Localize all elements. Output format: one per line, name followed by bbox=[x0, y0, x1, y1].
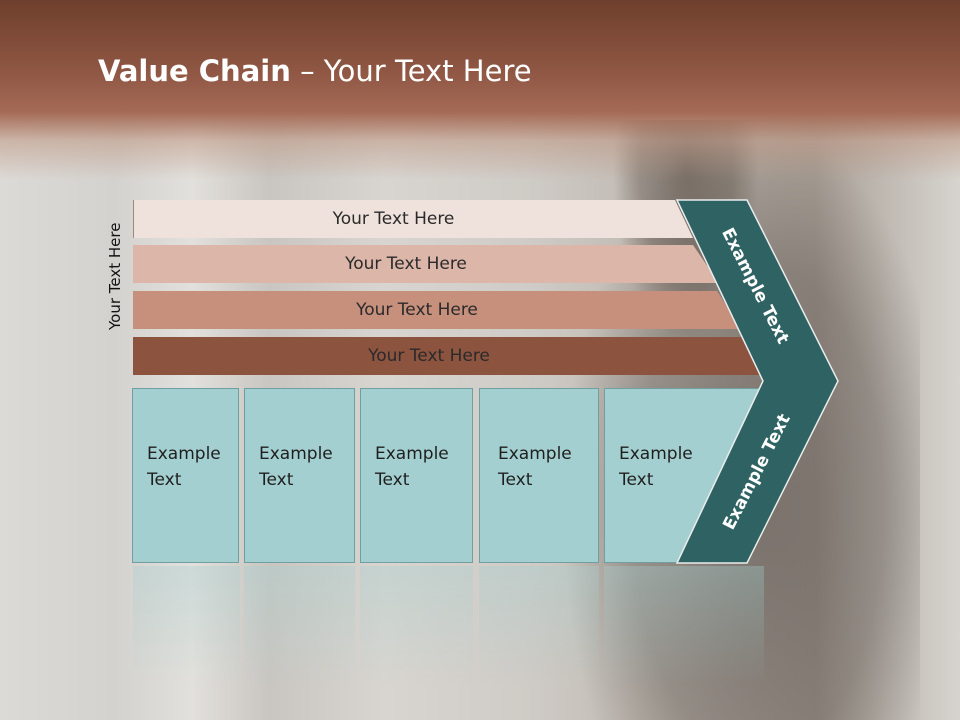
slide-title[interactable]: Value Chain – Your Text Here bbox=[98, 54, 532, 88]
title-bold: Value Chain bbox=[98, 54, 291, 88]
column-1-line-2: Text bbox=[147, 470, 182, 490]
reflection-column-3 bbox=[360, 566, 473, 716]
title-rest: – Your Text Here bbox=[290, 54, 532, 88]
column-1-line-1: Example bbox=[147, 444, 221, 464]
column-4-line-2: Text bbox=[498, 470, 533, 490]
header-band bbox=[0, 0, 960, 180]
support-bar-3[interactable]: Your Text Here bbox=[133, 291, 741, 329]
reflection-column-1 bbox=[133, 566, 240, 716]
primary-column-1[interactable]: Example Text bbox=[132, 388, 239, 563]
primary-column-3[interactable]: Example Text bbox=[360, 388, 473, 563]
reflection-column-2 bbox=[244, 566, 355, 716]
primary-column-2[interactable]: Example Text bbox=[244, 388, 355, 563]
column-5-line-1: Example bbox=[619, 444, 693, 464]
primary-column-4[interactable]: Example Text bbox=[479, 388, 599, 563]
chevron-shape bbox=[675, 199, 839, 564]
column-2-line-1: Example bbox=[259, 444, 333, 464]
columns-reflection bbox=[133, 566, 833, 716]
support-bar-4[interactable]: Your Text Here bbox=[133, 337, 765, 375]
support-bar-2[interactable]: Your Text Here bbox=[133, 245, 719, 283]
reflection-column-4 bbox=[479, 566, 599, 716]
column-2-line-2: Text bbox=[259, 470, 294, 490]
support-bar-1[interactable]: Your Text Here bbox=[133, 200, 693, 238]
column-3-line-1: Example bbox=[375, 444, 449, 464]
column-5-line-2: Text bbox=[619, 470, 654, 490]
reflection-column-5 bbox=[604, 566, 764, 716]
column-4-line-1: Example bbox=[498, 444, 572, 464]
column-3-line-2: Text bbox=[375, 470, 410, 490]
